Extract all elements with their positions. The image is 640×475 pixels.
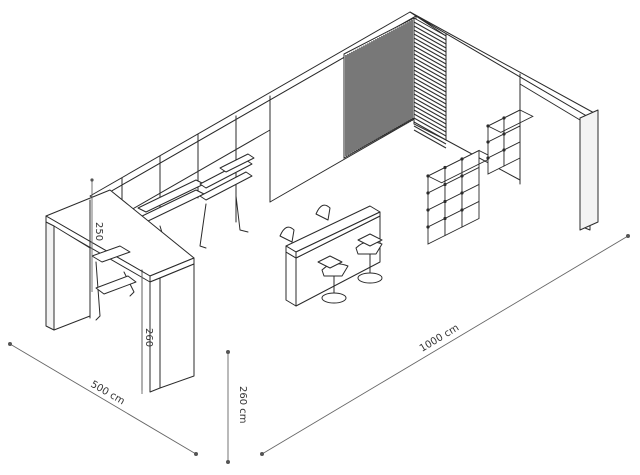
slat: [413, 49, 447, 69]
rack-joint: [486, 140, 490, 144]
rack-joint: [443, 216, 447, 221]
dimension-label-depth: 500 cm: [89, 379, 127, 407]
slatted-wall: [343, 17, 447, 159]
slat: [413, 37, 447, 57]
slat: [413, 25, 447, 45]
slat: [413, 57, 447, 77]
rack-cube: [461, 200, 480, 228]
slat: [413, 21, 447, 41]
slat: [413, 29, 447, 49]
slat: [413, 65, 447, 85]
rack-joint: [486, 156, 490, 160]
rack-joint: [443, 182, 447, 187]
rack-top: [486, 109, 534, 133]
slat: [413, 69, 447, 89]
slat: [413, 113, 447, 133]
slat: [413, 53, 447, 73]
slat: [413, 93, 447, 113]
rack-cube: [503, 141, 521, 167]
shelving-unit: [121, 115, 255, 249]
rack-joint: [426, 191, 430, 195]
bar-stool: [317, 233, 383, 304]
cube-display-rack: [426, 109, 534, 245]
dimension-label-column-height: 260: [143, 328, 154, 347]
slat: [413, 121, 447, 141]
slat: [413, 97, 447, 117]
rack-joint: [443, 199, 447, 204]
dimension-lines: [8, 178, 630, 464]
rack-joint: [460, 174, 464, 178]
slat: [413, 73, 447, 93]
rack-joint: [502, 132, 506, 136]
rack-joint: [502, 148, 506, 152]
slat: [413, 41, 447, 61]
slat: [413, 89, 447, 109]
slat: [413, 117, 447, 137]
slat: [413, 77, 447, 97]
corner-column: [45, 189, 195, 393]
slat: [413, 61, 447, 81]
right-end-wall: [579, 109, 599, 231]
dimension-label-width: 1000 cm: [418, 323, 461, 355]
rack-joint: [426, 208, 430, 212]
dimension-label-column-width: 250: [93, 222, 104, 241]
rack-joint: [426, 225, 430, 229]
slat: [413, 101, 447, 121]
slat: [413, 109, 447, 129]
slat: [413, 125, 447, 145]
slat: [413, 85, 447, 105]
rack-joint: [460, 208, 464, 212]
slat: [413, 105, 447, 125]
slat: [413, 33, 447, 53]
dimension-label-height: 260 cm: [237, 386, 248, 424]
rack-joint: [460, 191, 464, 195]
slat: [413, 81, 447, 101]
slat: [413, 129, 447, 149]
slat: [413, 45, 447, 65]
